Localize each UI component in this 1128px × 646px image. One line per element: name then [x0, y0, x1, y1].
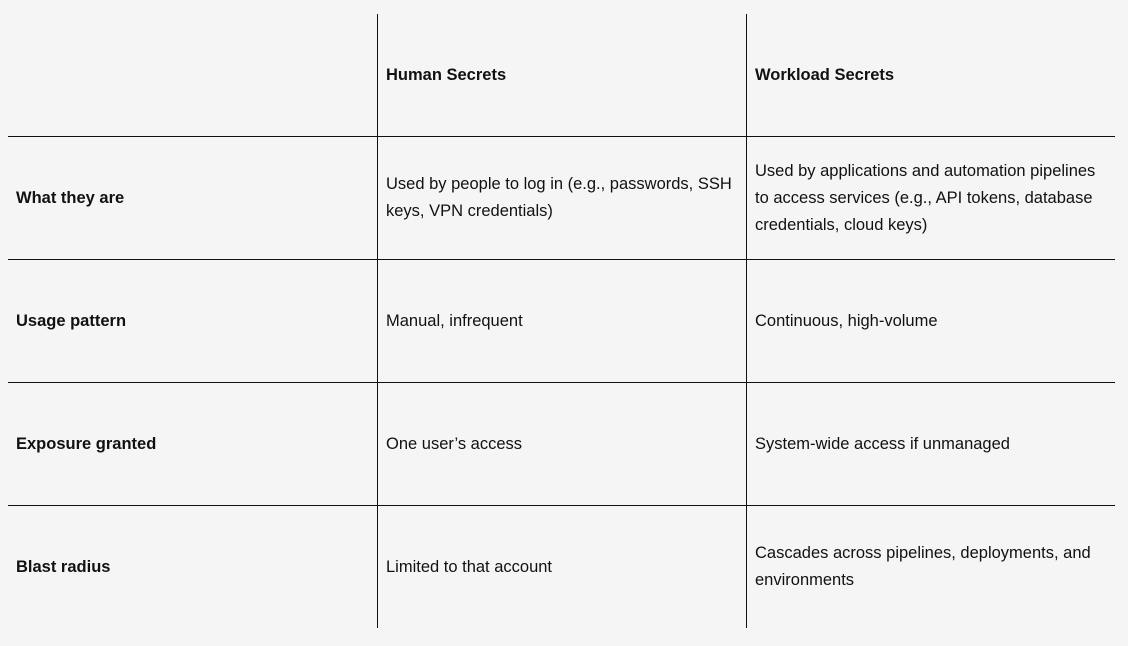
human-cell: Manual, infrequent [377, 259, 746, 382]
workload-cell: System-wide access if unmanaged [746, 382, 1115, 505]
workload-cell: Continuous, high-volume [746, 259, 1115, 382]
row-label: Blast radius [8, 505, 377, 628]
header-workload-secrets: Workload Secrets [746, 14, 1115, 136]
row-label: What they are [8, 136, 377, 259]
workload-cell: Used by applications and automation pipe… [746, 136, 1115, 259]
header-human-secrets: Human Secrets [377, 14, 746, 136]
header-empty-cell [8, 14, 377, 136]
human-cell: Limited to that account [377, 505, 746, 628]
comparison-table: Human Secrets Workload Secrets What they… [8, 14, 1115, 628]
row-label: Exposure granted [8, 382, 377, 505]
workload-cell: Cascades across pipelines, deployments, … [746, 505, 1115, 628]
human-cell: One user’s access [377, 382, 746, 505]
row-label: Usage pattern [8, 259, 377, 382]
human-cell: Used by people to log in (e.g., password… [377, 136, 746, 259]
